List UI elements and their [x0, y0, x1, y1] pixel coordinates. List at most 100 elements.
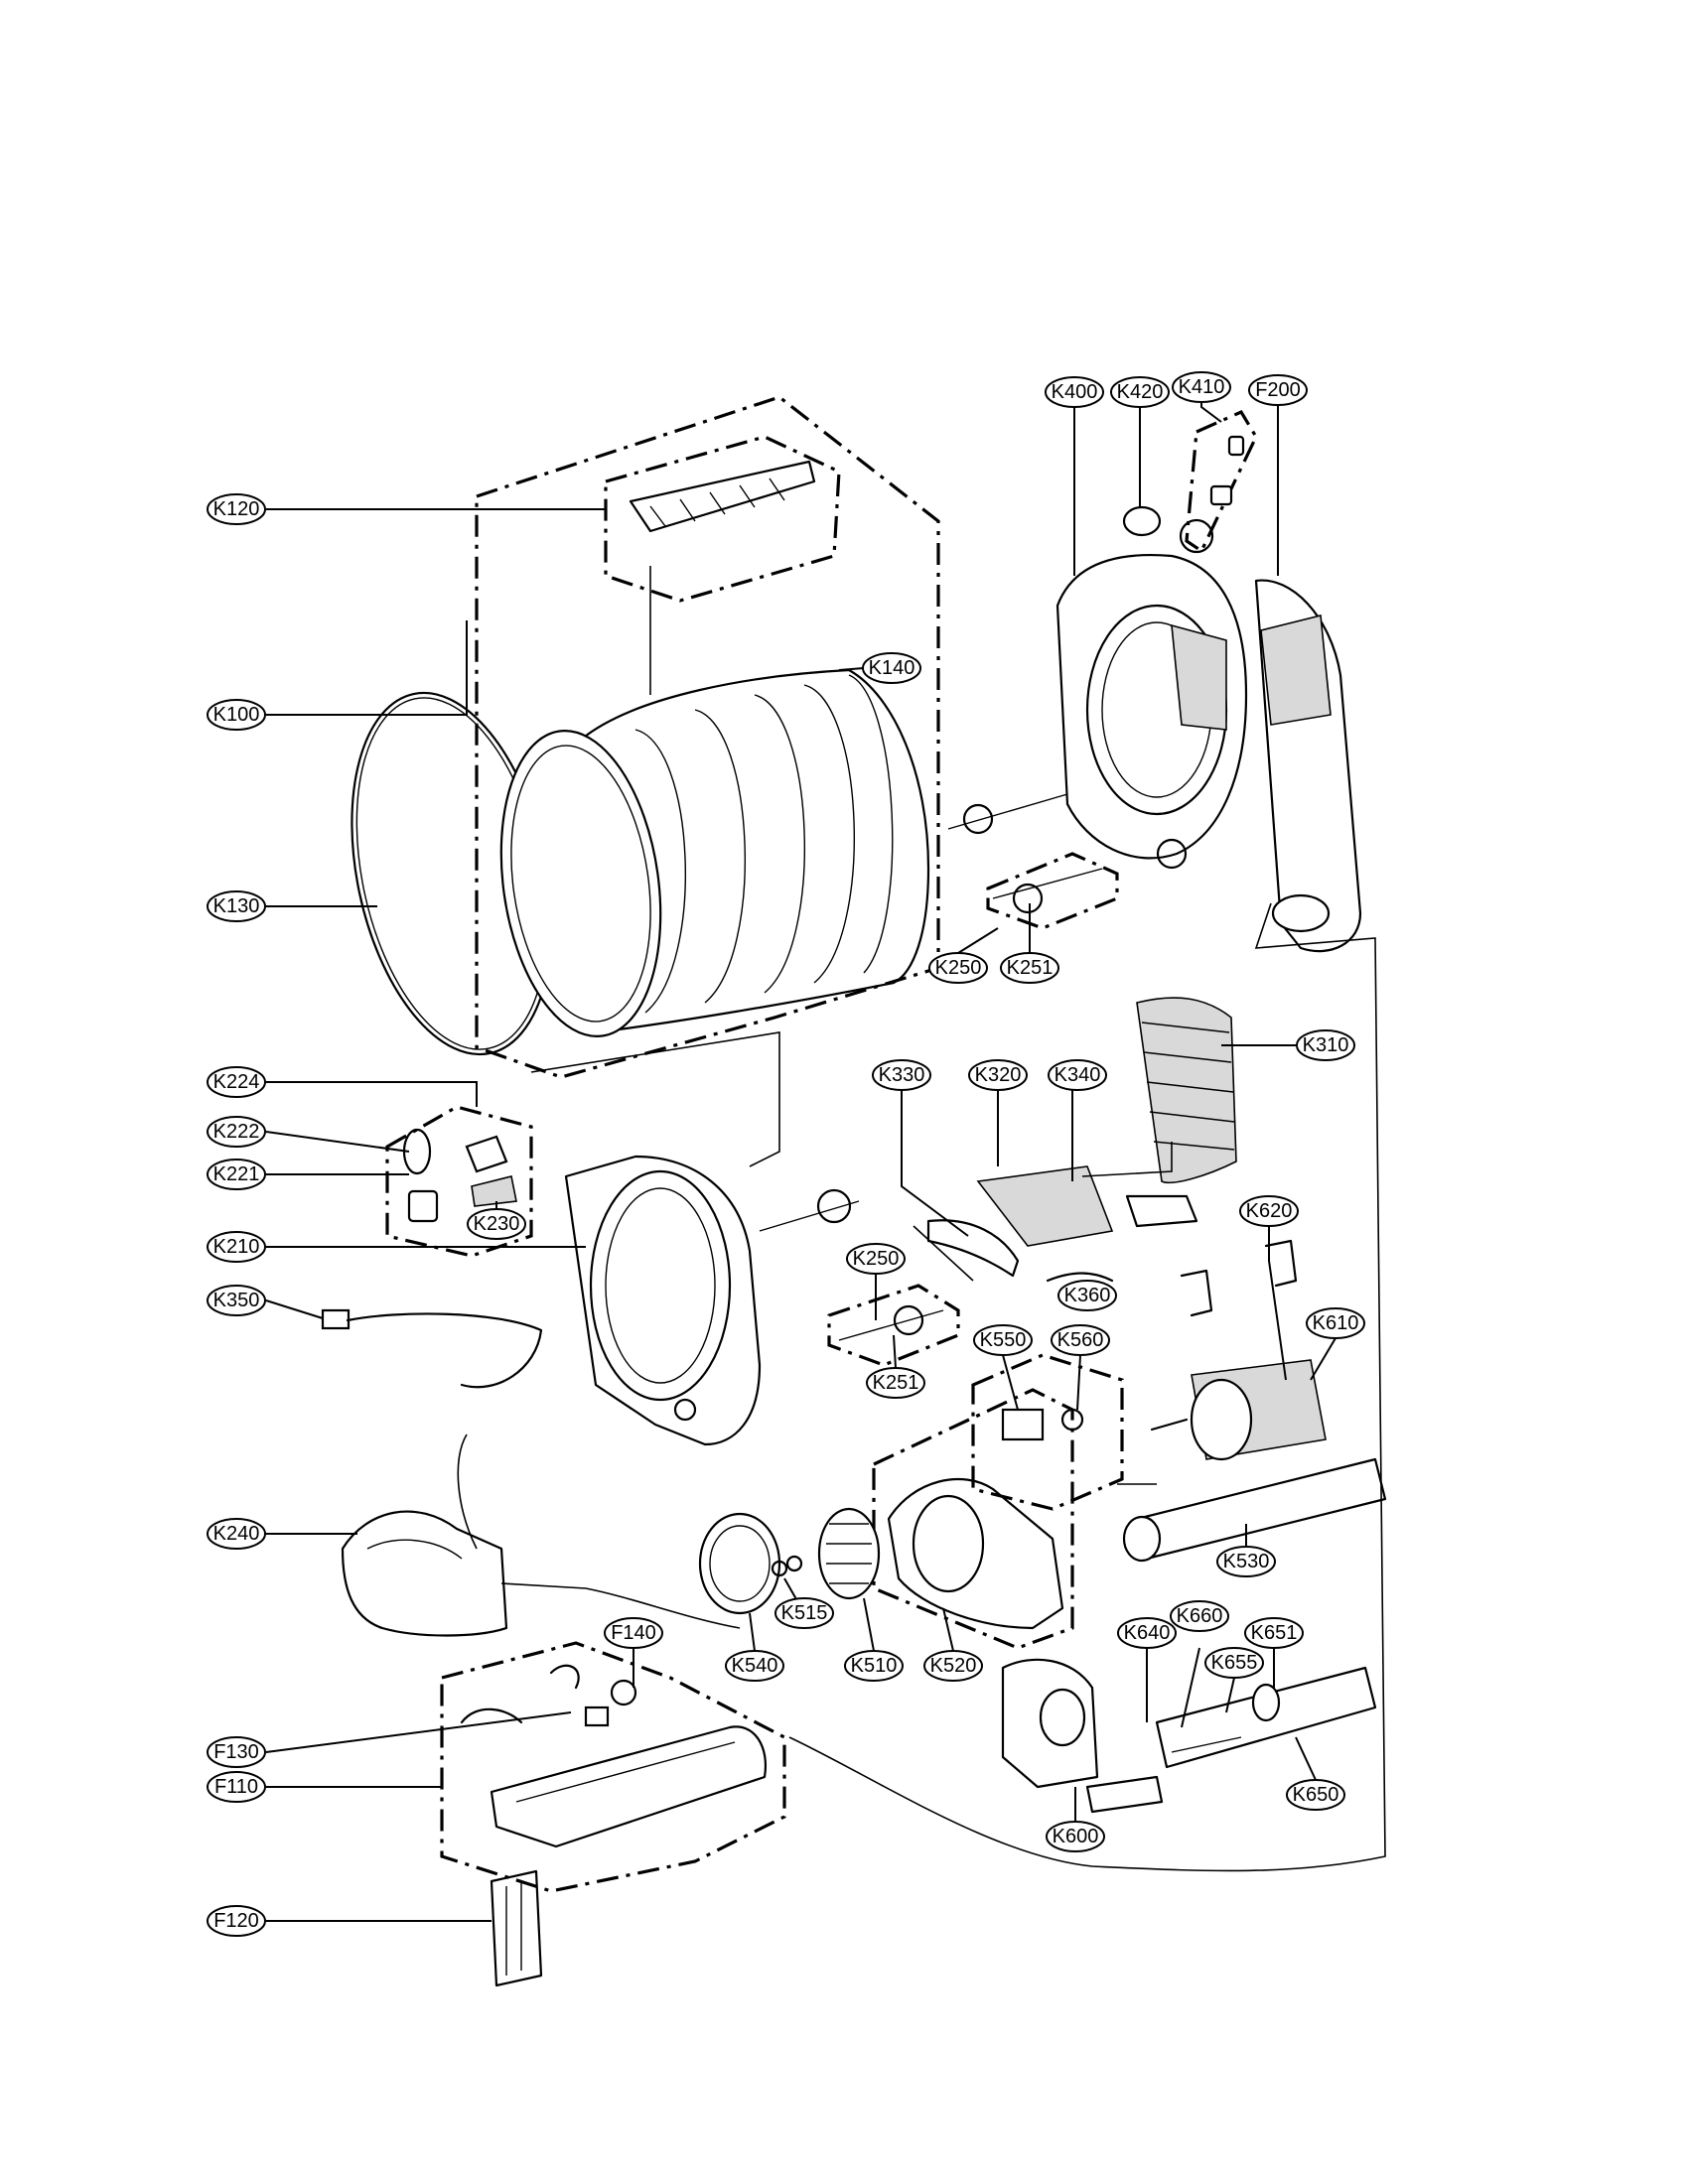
- callout-K650: K650: [1286, 1779, 1345, 1811]
- bearing-group-outline-top: [986, 852, 1119, 930]
- heater-group-outline: [440, 1641, 786, 1893]
- callout-label: K400: [1052, 381, 1098, 403]
- callout-K251-top: K251: [1000, 952, 1059, 984]
- callout-K610: K610: [1306, 1307, 1365, 1339]
- callout-K240: K240: [207, 1518, 266, 1550]
- callout-label: K310: [1303, 1034, 1349, 1056]
- callout-K651: K651: [1244, 1617, 1304, 1649]
- callout-label: K340: [1055, 1064, 1101, 1086]
- callout-K224: K224: [207, 1066, 266, 1098]
- callout-F110: F110: [207, 1771, 266, 1803]
- rear-bearing-shaft: [947, 793, 1103, 914]
- callout-K400: K400: [1045, 376, 1104, 408]
- heater-switch-group-outline: [385, 1105, 533, 1258]
- callout-label: K420: [1117, 381, 1164, 403]
- blower-wheel: [817, 1507, 881, 1600]
- callout-K540: K540: [725, 1650, 784, 1682]
- callout-F120: F120: [207, 1905, 266, 1937]
- callout-K330: K330: [872, 1059, 931, 1091]
- callout-label: K530: [1223, 1551, 1270, 1572]
- callout-K250-top: K250: [928, 952, 988, 984]
- callout-label: K660: [1177, 1605, 1223, 1627]
- motor-clips: [1180, 1239, 1298, 1317]
- front-bulkhead: [564, 1155, 762, 1446]
- callout-K560: K560: [1051, 1324, 1110, 1356]
- rear-bulkhead: [1055, 554, 1248, 870]
- callout-label: K320: [975, 1064, 1022, 1086]
- callout-label: K410: [1179, 376, 1225, 398]
- callout-K550: K550: [973, 1324, 1033, 1356]
- wire-harness: [321, 1308, 543, 1389]
- callout-label: F130: [213, 1741, 259, 1763]
- callout-K530: K530: [1216, 1546, 1276, 1577]
- blower-housing: [887, 1477, 1064, 1630]
- callout-K250-mid: K250: [846, 1243, 906, 1275]
- thermostat-parts: [1122, 435, 1245, 554]
- lifter-group-outline: [604, 435, 841, 603]
- heater-bracket: [490, 1869, 543, 1987]
- callout-label: K251: [1007, 957, 1054, 979]
- callout-K100: K100: [207, 699, 266, 731]
- callout-label: K515: [781, 1602, 828, 1624]
- assembly-lines: [457, 902, 1386, 1872]
- callout-label: K360: [1064, 1285, 1111, 1306]
- callout-K130: K130: [207, 890, 266, 922]
- drum: [499, 668, 930, 1037]
- bearing-group-outline-mid: [827, 1284, 960, 1367]
- callout-label: F200: [1255, 379, 1301, 401]
- callout-label: K221: [213, 1163, 260, 1185]
- thermostat-group-outline: [1185, 409, 1258, 554]
- callout-label: K140: [869, 657, 915, 679]
- callout-K660: K660: [1170, 1600, 1229, 1632]
- callout-label: K640: [1124, 1622, 1171, 1644]
- callout-label: K610: [1313, 1312, 1359, 1334]
- callout-label: K350: [213, 1290, 260, 1311]
- callout-label: F120: [213, 1910, 259, 1932]
- callout-K420: K420: [1110, 376, 1170, 408]
- front-bearing-shaft: [759, 1188, 944, 1341]
- callout-K620: K620: [1239, 1195, 1299, 1227]
- callout-K340: K340: [1048, 1059, 1107, 1091]
- callout-label: K655: [1211, 1652, 1258, 1674]
- callout-label: K224: [213, 1071, 260, 1093]
- rear-duct: [1254, 579, 1362, 953]
- callout-label: F110: [214, 1776, 258, 1798]
- callout-K221: K221: [207, 1159, 266, 1190]
- callout-K251-mid: K251: [866, 1367, 925, 1399]
- callout-label: K250: [853, 1248, 900, 1270]
- idler-assembly: [1155, 1666, 1377, 1769]
- callout-K140: K140: [862, 652, 921, 684]
- callout-label: K251: [873, 1372, 919, 1394]
- callout-label: K120: [213, 498, 260, 520]
- callout-K510: K510: [844, 1650, 904, 1682]
- callout-label: K650: [1293, 1784, 1339, 1806]
- blower-group-outline: [872, 1388, 1074, 1650]
- leader-lines: [265, 392, 1336, 1922]
- drum-glides: [926, 1165, 1198, 1283]
- callout-K520: K520: [923, 1650, 983, 1682]
- callout-label: K222: [213, 1121, 260, 1143]
- callout-label: K540: [732, 1655, 778, 1677]
- callout-label: K130: [213, 895, 260, 917]
- callout-K210: K210: [207, 1231, 266, 1263]
- callout-K410: K410: [1172, 371, 1231, 403]
- callout-K600: K600: [1046, 1821, 1105, 1852]
- callout-K515: K515: [774, 1597, 834, 1629]
- callout-K230: K230: [467, 1208, 526, 1240]
- blower-washers: [771, 1555, 803, 1577]
- callout-label: K620: [1246, 1200, 1293, 1222]
- drum-lifter: [629, 460, 816, 695]
- callout-K222: K222: [207, 1116, 266, 1148]
- lint-filter: [1136, 997, 1237, 1184]
- callout-label: F140: [611, 1622, 656, 1644]
- callout-label: K250: [935, 957, 982, 979]
- callout-label: K651: [1251, 1622, 1298, 1644]
- callout-K640: K640: [1117, 1617, 1177, 1649]
- motor-support: [1001, 1658, 1164, 1814]
- door-switch: [402, 1128, 517, 1223]
- callout-F140: F140: [604, 1617, 663, 1649]
- callout-label: K560: [1057, 1329, 1104, 1351]
- callout-label: K230: [474, 1213, 520, 1235]
- sensor-bracket: [1001, 1408, 1084, 1441]
